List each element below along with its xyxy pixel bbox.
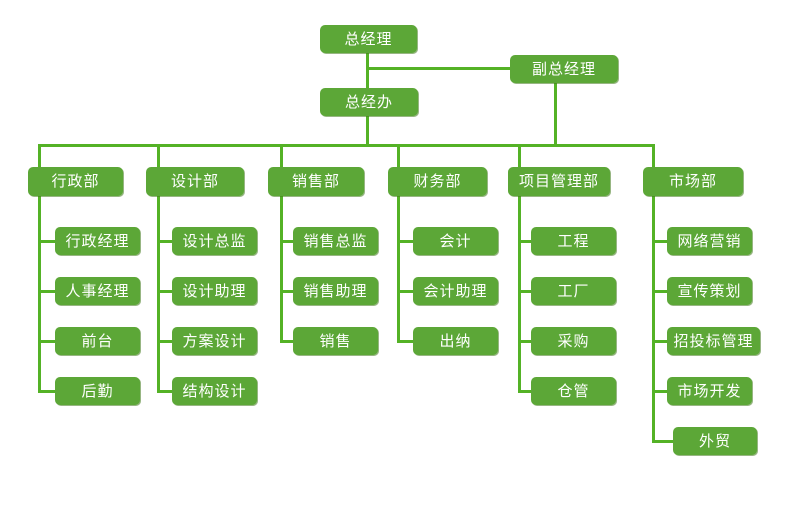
role-box: 方案设计 — [172, 327, 257, 355]
role-box: 销售助理 — [293, 277, 378, 305]
stub — [280, 340, 293, 343]
department-box: 项目管理部 — [508, 167, 610, 196]
role-box: 出纳 — [413, 327, 498, 355]
department-box: 设计部 — [146, 167, 244, 196]
vice-ceo-box: 副总经理 — [510, 55, 618, 83]
role-box: 人事经理 — [55, 277, 140, 305]
stub — [38, 340, 55, 343]
role-box: 外贸 — [673, 427, 757, 455]
spine-sales — [280, 144, 283, 343]
stub — [38, 240, 55, 243]
department-box: 行政部 — [28, 167, 123, 196]
stub — [518, 340, 531, 343]
role-box: 设计总监 — [172, 227, 257, 255]
stub — [652, 240, 667, 243]
role-box: 行政经理 — [55, 227, 140, 255]
stub — [38, 290, 55, 293]
role-box: 后勤 — [55, 377, 140, 405]
role-box: 工厂 — [531, 277, 616, 305]
stub — [652, 290, 667, 293]
stub — [518, 240, 531, 243]
role-box: 会计 — [413, 227, 498, 255]
spine-project — [518, 144, 521, 393]
spine-finance — [397, 144, 400, 343]
role-box: 结构设计 — [172, 377, 257, 405]
role-box: 会计助理 — [413, 277, 498, 305]
role-box: 招投标管理 — [667, 327, 760, 355]
department-box: 市场部 — [643, 167, 743, 196]
role-box: 销售 — [293, 327, 378, 355]
stub — [397, 290, 413, 293]
ceo-box: 总经理 — [320, 25, 417, 53]
role-box: 前台 — [55, 327, 140, 355]
stub — [397, 340, 413, 343]
stub — [652, 390, 667, 393]
gm-office-box: 总经办 — [320, 88, 418, 116]
stub — [157, 390, 172, 393]
spine-admin — [38, 144, 41, 393]
department-box: 销售部 — [268, 167, 364, 196]
connector-root-deputy — [366, 67, 510, 70]
spine-design — [157, 144, 160, 393]
connector-office-drop — [366, 116, 369, 147]
stub — [518, 290, 531, 293]
stub — [157, 340, 172, 343]
connector-main-horizontal — [38, 144, 655, 147]
role-box: 采购 — [531, 327, 616, 355]
stub — [280, 290, 293, 293]
stub — [157, 290, 172, 293]
role-box: 市场开发 — [667, 377, 752, 405]
spine-market — [652, 144, 655, 443]
stub — [397, 240, 413, 243]
stub — [157, 240, 172, 243]
stub — [280, 240, 293, 243]
role-box: 销售总监 — [293, 227, 378, 255]
stub — [38, 390, 55, 393]
stub — [652, 440, 673, 443]
role-box: 网络营销 — [667, 227, 752, 255]
stub — [518, 390, 531, 393]
role-box: 工程 — [531, 227, 616, 255]
department-box: 财务部 — [388, 167, 487, 196]
role-box: 仓管 — [531, 377, 616, 405]
role-box: 设计助理 — [172, 277, 257, 305]
role-box: 宣传策划 — [667, 277, 752, 305]
connector-root-office — [366, 53, 369, 88]
connector-deputy-drop — [554, 83, 557, 147]
stub — [652, 340, 667, 343]
